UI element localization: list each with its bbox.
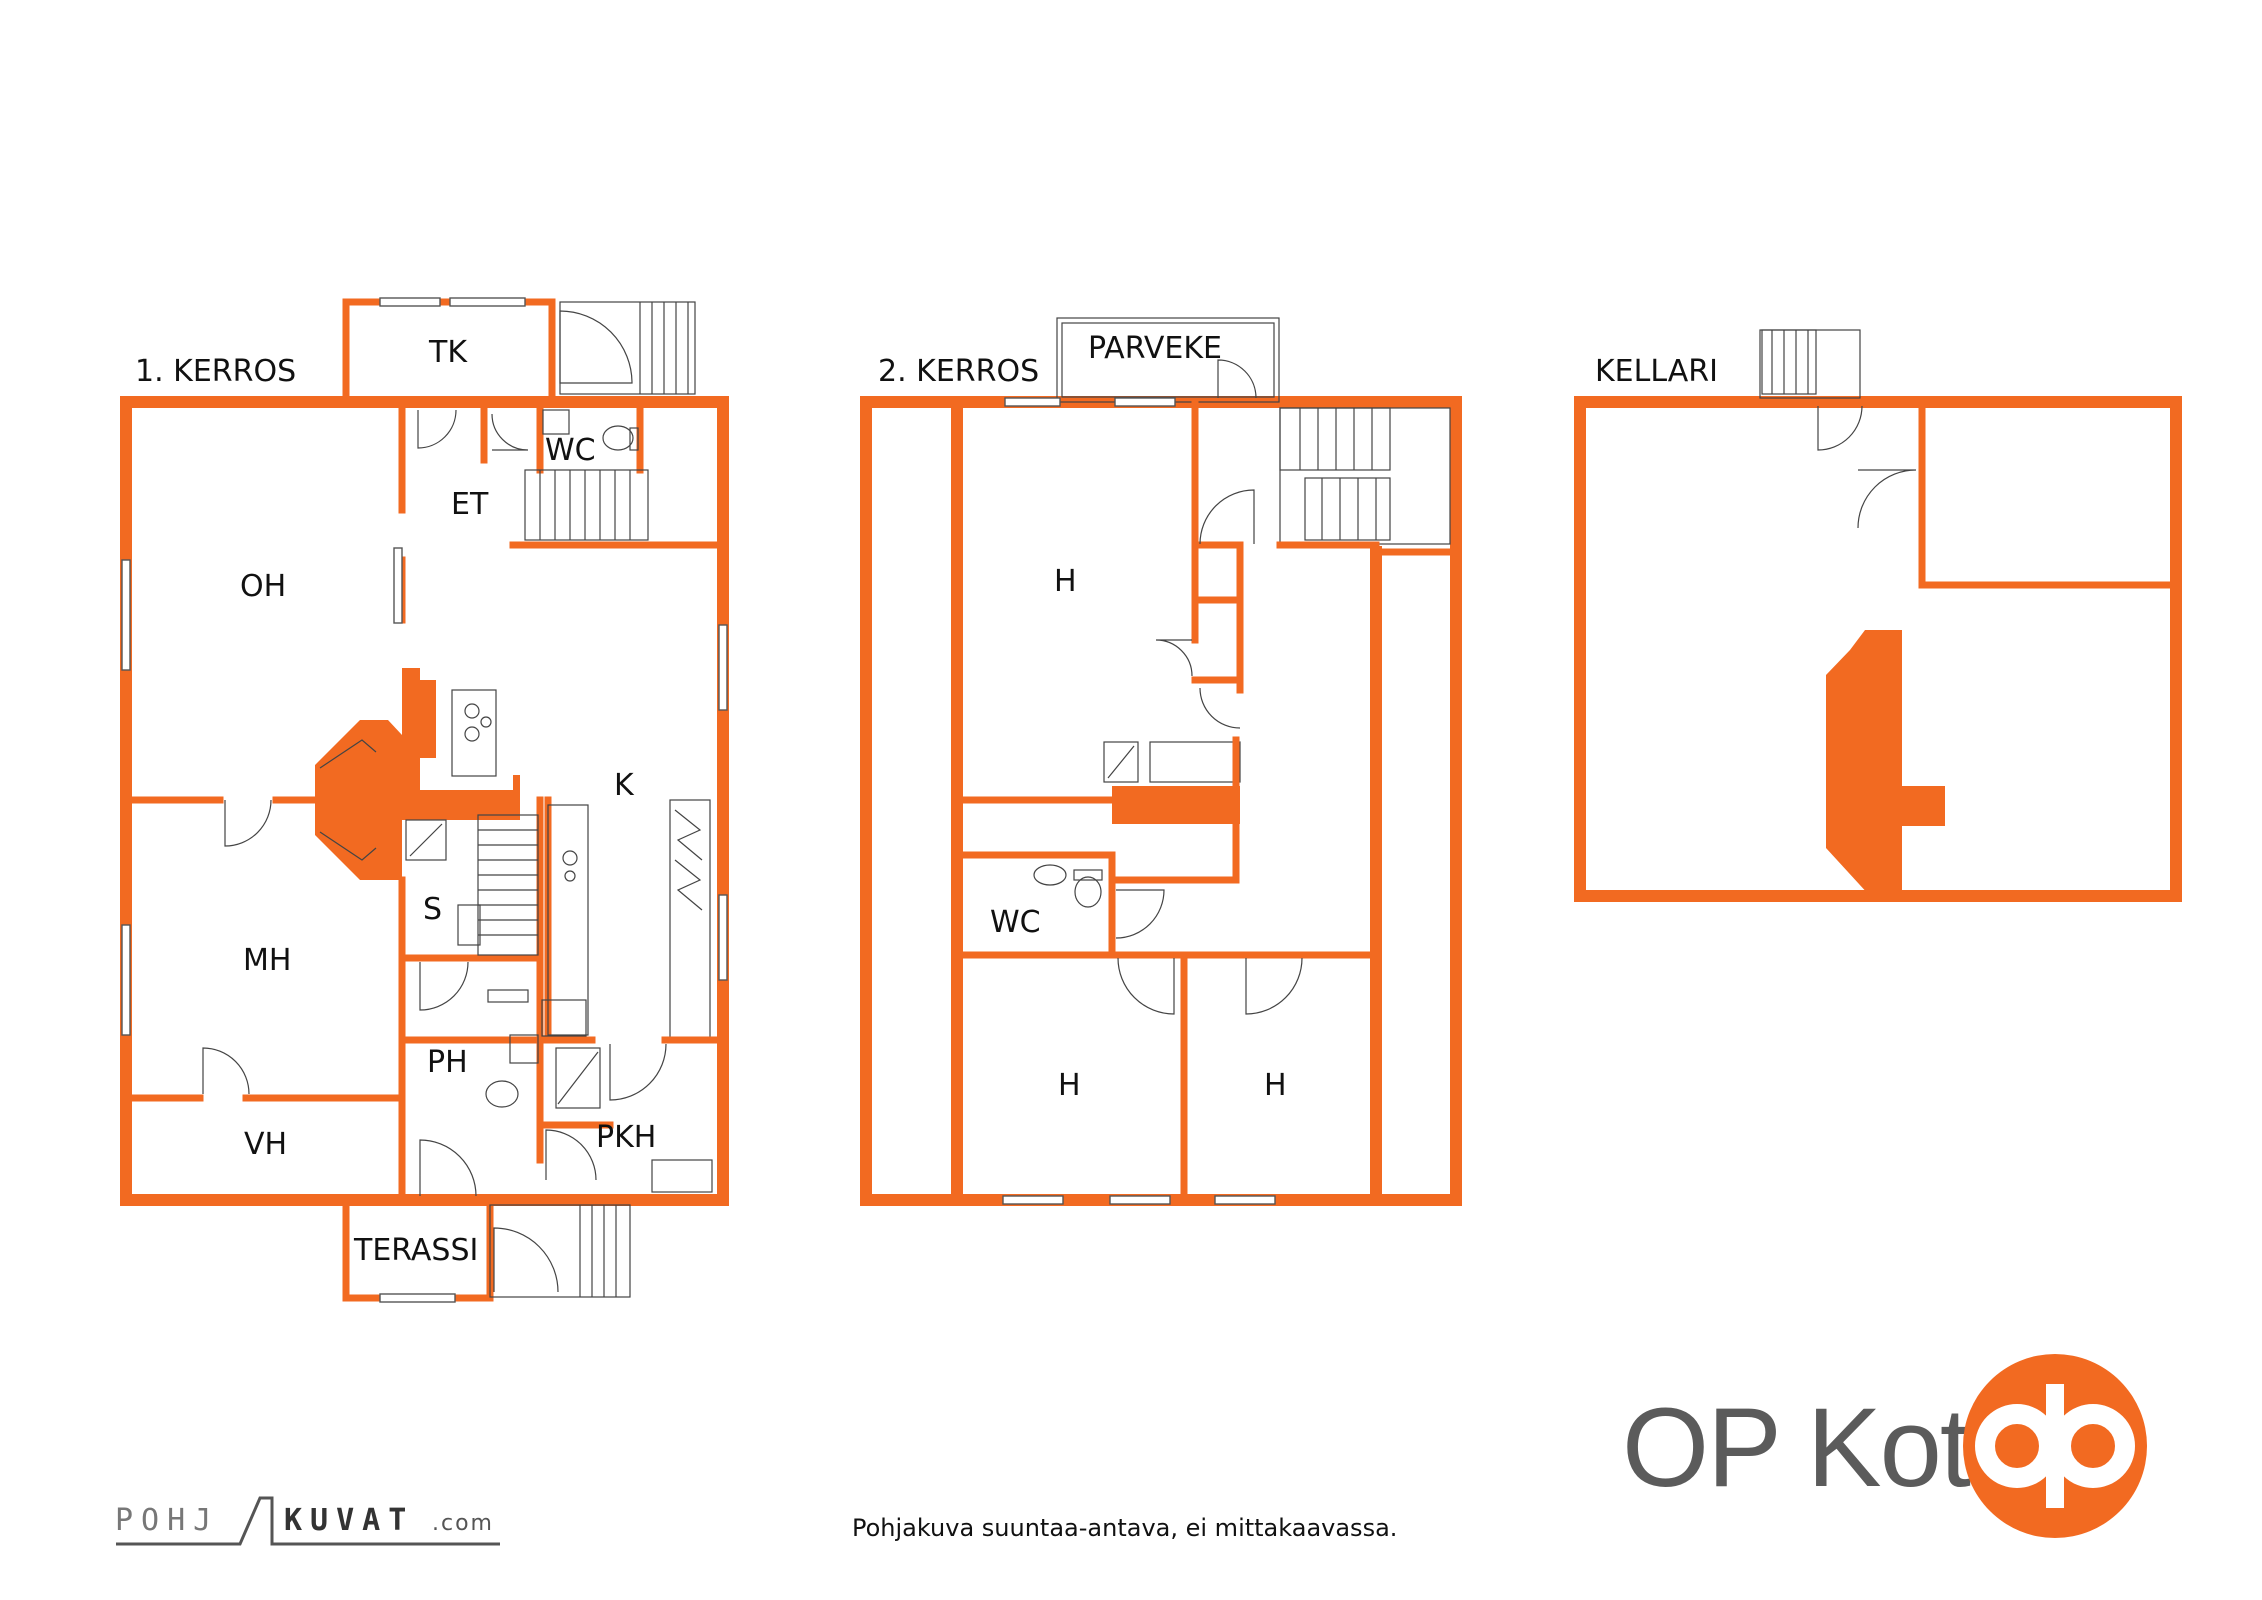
second-floor-plan <box>860 317 1462 1206</box>
room-label-h-bottom-left: H <box>1058 1068 1081 1103</box>
second-floor-title: 2. KERROS <box>878 354 1039 389</box>
room-label-tk: TK <box>428 335 468 370</box>
pohjakuvat-logo: POHJ KUVAT .com <box>115 1496 500 1546</box>
cellar-chimney <box>1826 630 1945 896</box>
room-label-wc: WC <box>545 433 596 468</box>
room-label-oh: OH <box>240 569 286 604</box>
room-label-parveke: PARVEKE <box>1088 331 1222 366</box>
chimney-block <box>1112 786 1240 824</box>
cellar-title: KELLARI <box>1595 354 1718 389</box>
room-label-pkh: PKH <box>596 1120 656 1155</box>
pohjakuvat-logo-left: POHJ <box>115 1503 219 1538</box>
room-label-ph: PH <box>427 1045 468 1080</box>
room-label-et: ET <box>451 487 489 522</box>
op-logo-icon <box>1963 1354 2147 1538</box>
room-label-vh: VH <box>244 1127 287 1162</box>
first-floor-plan <box>120 297 729 1303</box>
first-floor-title: 1. KERROS <box>135 354 296 389</box>
room-label-wc-second: WC <box>990 905 1041 940</box>
disclaimer-text: Pohjakuva suuntaa-antava, ei mittakaavas… <box>852 1514 1397 1542</box>
op-koti-brand-text: OP Koti <box>1622 1385 1992 1510</box>
pohjakuvat-logo-right: KUVAT <box>284 1503 414 1538</box>
cellar-plan <box>1574 329 2182 902</box>
pohjakuvat-logo-domain: .com <box>432 1511 494 1536</box>
room-label-s: S <box>423 892 442 927</box>
fireplace-block <box>315 668 520 880</box>
room-label-k: K <box>614 768 635 803</box>
room-label-h-bottom-right: H <box>1264 1068 1287 1103</box>
room-label-mh: MH <box>243 943 291 978</box>
room-label-h-top: H <box>1054 564 1077 599</box>
room-label-terassi: TERASSI <box>353 1233 478 1268</box>
